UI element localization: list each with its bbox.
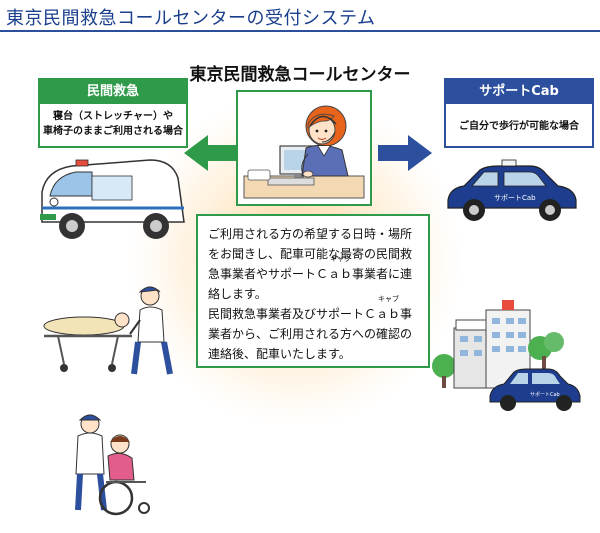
call-center-heading: 東京民間救急コールセンター [189,65,411,85]
description-line-1: ご利用される方の希望する日時・場所 [208,227,413,241]
support-cab-title: サポートCab [479,84,559,99]
description-box: ご利用される方の希望する日時・場所 をお聞きし、配車可能な最寄の民間救 急事業者… [196,214,430,368]
description-ruby-2: キャブ [378,295,399,303]
support-cab-title-bar: サポートCab [446,80,592,104]
support-cab-description: ご自分で歩行が可能な場合 [459,121,579,132]
description-line-4: 絡します。 [208,287,267,301]
wheelchair-icon [75,414,150,516]
title-underline [0,30,600,32]
support-cab-ruby: キャブ [537,78,558,86]
stretcher-patient-icon [43,286,173,375]
taxi-door-label: サポートCab [494,194,536,202]
page-title: 東京民間救急コールセンターの受付システム [6,8,376,29]
description-ruby-1: キャブ [330,255,351,263]
right-arrow-icon [378,135,432,171]
operator-box [236,90,372,206]
description-line-2: をお聞きし、配車可能な最寄の民間救 [208,247,413,261]
support-cab-box: サポートCab ご自分で歩行が可能な場合 [444,78,594,148]
private-ambulance-description: 寝台（ストレッチャー）や 車椅子のままご利用される場合 [40,109,186,139]
private-ambulance-line-1: 寝台（ストレッチャー）や [53,111,173,122]
taxi-icon: サポートCab [447,159,577,221]
description-line-6: 業者から、ご利用される方への確認の [208,327,413,341]
private-ambulance-line-2: 車椅子のままご利用される場合 [43,126,183,137]
description-line-5: 民間救急事業者及びサポートＣａｂ事 [208,307,413,321]
hospital-buildings-icon: サポートCab [432,300,581,411]
ambulance-icon [40,159,185,239]
description-line-3: 急事業者やサポートＣａｂ事業者に連 [208,267,413,281]
private-ambulance-box: 民間救急 寝台（ストレッチャー）や 車椅子のままご利用される場合 [38,78,188,148]
left-arrow-icon [184,135,238,171]
small-taxi-label: サポートCab [530,391,560,398]
description-line-7: 連絡後、配車いたします。 [208,347,351,361]
private-ambulance-title: 民間救急 [40,80,186,104]
operator-illustration [243,105,365,199]
